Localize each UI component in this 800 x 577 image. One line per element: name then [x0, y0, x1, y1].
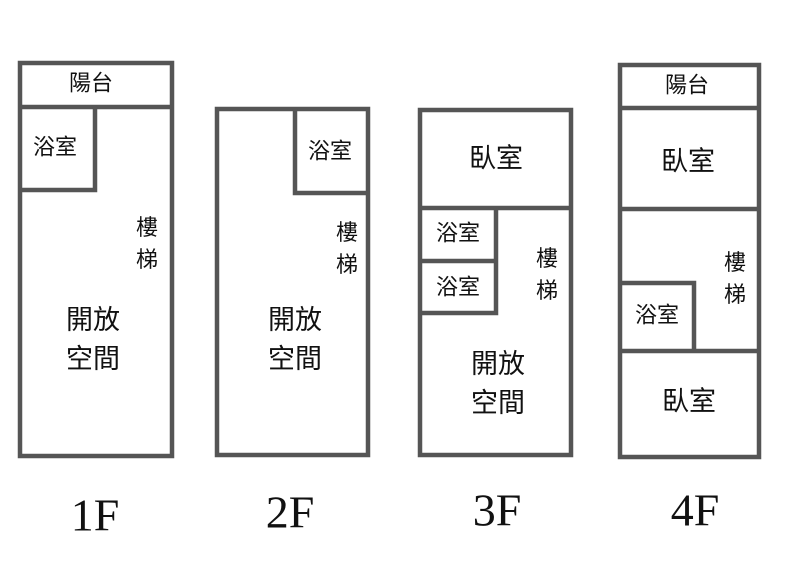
room-balcony-1f: 陽台 [68, 71, 114, 97]
outer-wall-4f [617, 62, 762, 460]
bath-wall-2f [292, 109, 368, 196]
room-balcony-4f: 陽台 [664, 73, 710, 99]
bath-wall-3f [420, 208, 499, 316]
room-bedroom-3f: 臥室 [469, 143, 523, 175]
room-stairs-3f: 樓梯 [536, 247, 559, 304]
room-stairs-2f: 樓梯 [336, 221, 359, 278]
plan-2f [214, 106, 371, 458]
room-bath2-3f: 浴室 [435, 275, 481, 301]
floor-label-3f: 3F [472, 484, 522, 536]
plan-1f [17, 60, 175, 459]
room-stairs-4f: 樓梯 [724, 251, 747, 308]
outer-wall-1f [17, 60, 175, 459]
outer-wall-2f [214, 106, 371, 458]
room-stairs-1f: 樓梯 [136, 216, 159, 273]
room-bath-2f: 浴室 [307, 139, 353, 165]
plan-4f [617, 62, 762, 460]
room-open-2f: 開放空間 [268, 304, 322, 375]
room-bedroom1-4f: 臥室 [661, 146, 715, 178]
bath-wall-1f [20, 107, 98, 193]
bath-wall-4f [620, 280, 697, 351]
room-open-3f: 開放空間 [471, 348, 525, 419]
outer-wall-3f [417, 107, 574, 458]
room-bedroom2-4f: 臥室 [662, 386, 716, 418]
floor-label-1f: 1F [70, 489, 120, 541]
floor-label-2f: 2F [265, 486, 315, 538]
floor-label-4f: 4F [670, 484, 720, 536]
room-bath-4f: 浴室 [634, 303, 680, 329]
plan-3f [417, 107, 574, 458]
room-bath-1f: 浴室 [32, 135, 78, 161]
room-open-1f: 開放空間 [66, 304, 120, 375]
room-bath1-3f: 浴室 [435, 221, 481, 247]
